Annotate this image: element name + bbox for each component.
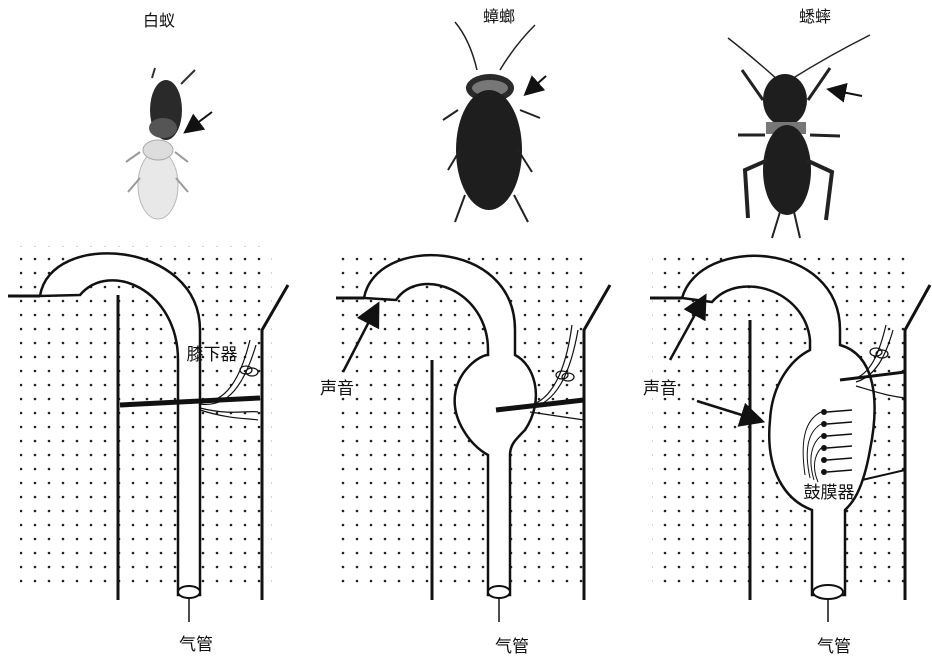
trachea-label-cricket: 气管 bbox=[817, 637, 851, 657]
termite-leg-section bbox=[8, 246, 288, 622]
cockroach-title: 蟑螂 bbox=[483, 7, 515, 26]
leg-pointer-arrow-2 bbox=[528, 76, 546, 92]
sound-label-cricket: 声音 bbox=[643, 379, 677, 399]
leg-pointer-arrow-1 bbox=[188, 112, 212, 130]
termite-title: 白蚁 bbox=[143, 11, 175, 30]
trachea-label-cockroach: 气管 bbox=[495, 637, 529, 657]
sound-label-cockroach: 声音 bbox=[320, 379, 354, 399]
cricket-leg-section bbox=[650, 256, 930, 622]
termite-illustration bbox=[126, 68, 195, 219]
leg-pointer-arrow-3 bbox=[832, 90, 862, 96]
trachea-label-termite: 气管 bbox=[179, 635, 213, 655]
cockroach-leg-section bbox=[336, 255, 610, 622]
cockroach-illustration bbox=[443, 22, 540, 222]
cricket-title: 蟋蟀 bbox=[799, 7, 831, 26]
tympanal-organ-label: 鼓膜器 bbox=[804, 483, 855, 503]
subgenual-organ-label: 膝下器 bbox=[187, 345, 238, 365]
cricket-illustration bbox=[728, 35, 870, 238]
